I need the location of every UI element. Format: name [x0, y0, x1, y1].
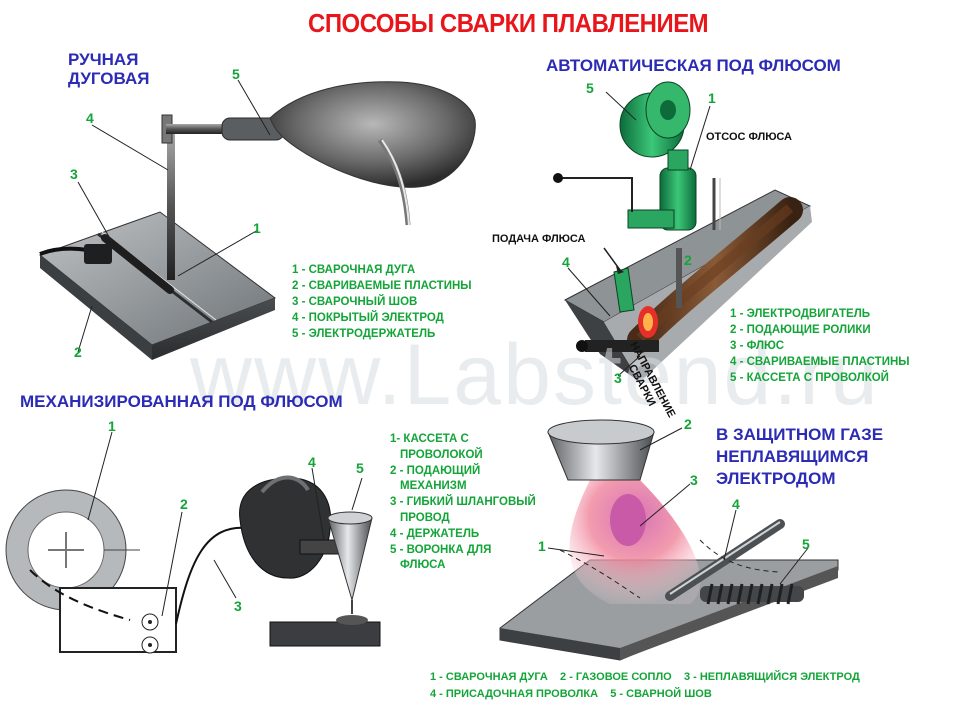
mechanized-heading: МЕХАНИЗИРОВАННАЯ ПОД ФЛЮСОМ — [20, 392, 343, 411]
gas-heading-line3: ЭЛЕКТРОДОМ — [716, 469, 836, 488]
automatic-callout-5: 5 — [586, 80, 594, 96]
manual-callout-3: 3 — [70, 166, 78, 182]
gas-callout-1: 1 — [538, 538, 546, 554]
manual-callout-1: 1 — [253, 220, 261, 236]
manual-legend: 1 - СВАРОЧНАЯ ДУГА 2 - СВАРИВАЕМЫЕ ПЛАСТ… — [292, 262, 472, 342]
label-flux-suction: ОТСОС ФЛЮСА — [706, 131, 793, 143]
gas-legend-line2: 4 - ПРИСАДОЧНАЯ ПРОВОЛКА 5 - СВАРНОЙ ШОВ — [430, 688, 712, 700]
automatic-legend-item: 3 - ФЛЮС — [730, 340, 785, 352]
mechanized-legend-item: 2 - ПОДАЮЩИЙ — [390, 464, 481, 477]
gas-callout-3: 3 — [690, 472, 698, 488]
gas-heading: В ЗАЩИТНОМ ГАЗЕ НЕПЛАВЯЩИМСЯ ЭЛЕКТРОДОМ — [716, 424, 883, 490]
gas-legend-line1: 1 - СВАРОЧНАЯ ДУГА 2 - ГАЗОВОЕ СОПЛО 3 -… — [430, 671, 860, 683]
manual-legend-item: 3 - СВАРОЧНЫЙ ШОВ — [292, 296, 418, 308]
manual-arc-figure — [38, 79, 476, 360]
gas-heading-line2: НЕПЛАВЯЩИМСЯ — [716, 447, 869, 466]
gas-legend: 1 - СВАРОЧНАЯ ДУГА 2 - ГАЗОВОЕ СОПЛО 3 -… — [430, 669, 860, 703]
manual-legend-item: 1 - СВАРОЧНАЯ ДУГА — [292, 264, 416, 276]
watermark: www.Labstend.ru — [190, 327, 880, 423]
automatic-callout-3: 3 — [614, 370, 622, 386]
manual-callout-4: 4 — [86, 110, 94, 126]
mechanized-legend-item: МЕХАНИЗМ — [400, 480, 467, 493]
automatic-heading: АВТОМАТИЧЕСКАЯ ПОД ФЛЮСОМ — [546, 56, 841, 75]
automatic-callout-2: 2 — [684, 252, 692, 268]
mechanized-submerged-figure — [5, 431, 381, 654]
gas-callout-2: 2 — [684, 416, 692, 432]
automatic-legend-item: 4 - СВАРИВАЕМЫЕ ПЛАСТИНЫ — [730, 356, 910, 368]
manual-legend-item: 4 - ПОКРЫТЫЙ ЭЛЕКТРОД — [292, 312, 444, 324]
automatic-legend-item: 1 - ЭЛЕКТРОДВИГАТЕЛЬ — [730, 308, 871, 320]
automatic-submerged-figure — [553, 81, 812, 382]
gas-tungsten-figure — [499, 419, 839, 661]
mechanized-legend-item: 4 - ДЕРЖАТЕЛЬ — [390, 527, 480, 540]
mechanized-callout-4: 4 — [308, 454, 316, 470]
wire-cassette-icon — [619, 81, 691, 158]
manual-heading-line1: РУЧНАЯ — [68, 50, 139, 69]
label-flux-feed: ПОДАЧА ФЛЮСА — [492, 233, 586, 245]
gas-callout-5: 5 — [802, 536, 810, 552]
manual-callout-5: 5 — [232, 66, 240, 82]
manual-heading-line2: ДУГОВАЯ — [68, 69, 150, 88]
mechanized-legend-item: 1- КАССЕТА С — [390, 433, 469, 445]
gas-heading-line1: В ЗАЩИТНОМ ГАЗЕ — [716, 425, 884, 444]
manual-callout-2: 2 — [74, 344, 82, 360]
mechanized-legend-item: ПРОВОД — [400, 511, 450, 524]
manual-legend-item: 5 - ЭЛЕКТРОДЕРЖАТЕЛЬ — [292, 328, 436, 340]
mechanized-legend-item: 5 - ВОРОНКА ДЛЯ — [390, 543, 492, 556]
manual-heading: РУЧНАЯ ДУГОВАЯ — [68, 50, 149, 88]
automatic-legend: 1 - ЭЛЕКТРОДВИГАТЕЛЬ 2 - ПОДАЮЩИЕ РОЛИКИ… — [730, 306, 910, 386]
automatic-callout-1: 1 — [708, 90, 716, 106]
mechanized-legend-item: 3 - ГИБКИЙ ШЛАНГОВЫЙ — [390, 496, 536, 509]
gas-callout-4: 4 — [732, 496, 740, 512]
mechanized-callout-1: 1 — [108, 418, 116, 434]
page-title: СПОСОБЫ СВАРКИ ПЛАВЛЕНИЕМ — [308, 8, 709, 38]
manual-legend-item: 2 - СВАРИВАЕМЫЕ ПЛАСТИНЫ — [292, 280, 472, 292]
mechanized-legend-item: ФЛЮСА — [400, 559, 446, 572]
mechanized-callout-5: 5 — [356, 460, 364, 476]
automatic-legend-item: 5 - КАССЕТА С ПРОВОЛКОЙ — [730, 372, 889, 384]
automatic-callout-4: 4 — [562, 254, 570, 270]
automatic-legend-item: 2 - ПОДАЮЩИЕ РОЛИКИ — [730, 324, 871, 336]
mechanized-legend: 1- КАССЕТА С ПРОВОЛОКОЙ 2 - ПОДАЮЩИЙ МЕХ… — [390, 432, 536, 574]
weld-seam — [700, 583, 804, 605]
mechanized-legend-item: ПРОВОЛОКОЙ — [400, 448, 483, 461]
mechanized-callout-2: 2 — [180, 496, 188, 512]
mechanized-callout-3: 3 — [234, 598, 242, 614]
